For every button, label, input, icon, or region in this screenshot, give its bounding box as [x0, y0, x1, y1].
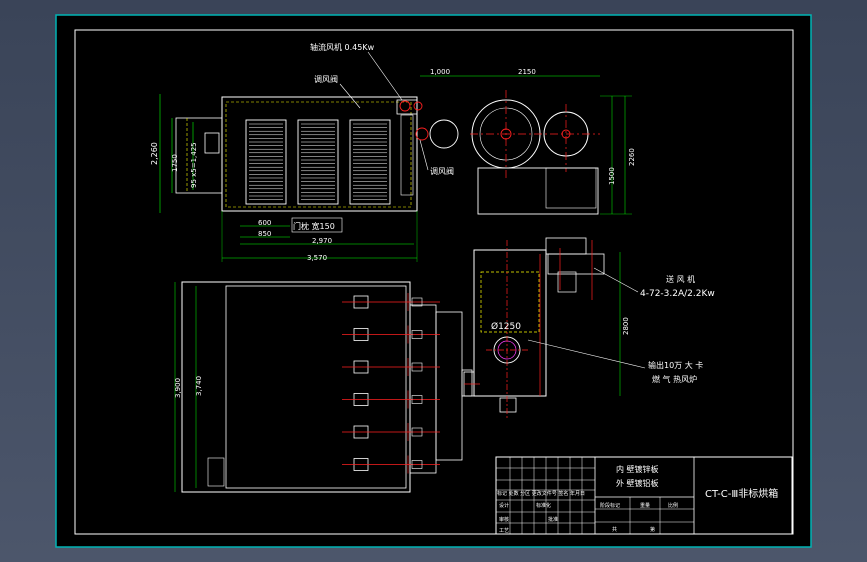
dim-850: 850 — [258, 230, 271, 238]
trolley-1 — [245, 119, 287, 205]
supply-fan-model: 4-72-3.2A/2.2Kw — [640, 289, 715, 299]
dia-1250-label: Ø1250 — [491, 321, 521, 332]
tb-process: 工艺 — [499, 528, 509, 534]
tb-sheet: 共 — [612, 526, 617, 533]
damper-label-mid: 调风阀 — [430, 167, 454, 176]
trolley-2 — [297, 119, 339, 205]
door-width-label: 门枕 宽150 — [293, 221, 335, 231]
dim-1750: 1750 — [171, 154, 179, 172]
material-inner: 内 壁镀锌板 — [616, 464, 659, 474]
oven-side-view — [159, 94, 423, 262]
dim-95x5: 95 x5=1,425 — [190, 142, 198, 188]
tb-design: 设计 — [499, 502, 509, 509]
damper-stub — [411, 460, 423, 469]
damper-stub — [411, 297, 423, 307]
dim-2260-right: 2260 — [628, 148, 636, 166]
axial-fan-label: 轴流风机 0.45Kw — [310, 42, 375, 52]
damper-stub — [411, 330, 423, 339]
drawing-title: CT-C-Ⅲ非标烘箱 — [705, 487, 778, 500]
damper-label-top: 调风阀 — [314, 75, 338, 84]
damper-stub — [411, 362, 423, 372]
tb-standardize: 标准化 — [536, 502, 551, 509]
burner-output-label: 输出10万 大 卡 — [648, 360, 703, 370]
title-block-row-text: 标记 处数 分区 更改文件号 签名 年月日 — [497, 490, 585, 497]
tb-stage-mark: 阶段标记 — [600, 502, 620, 509]
tb-weight: 重量 — [640, 502, 650, 509]
dim-3570: 3,570 — [307, 254, 327, 262]
burner-type-label: 燃 气 热风炉 — [652, 374, 697, 384]
supply-fan-label: 送 风 机 — [666, 274, 695, 284]
dim-3900: 3,900 — [174, 378, 182, 398]
dim-2260-left: 2,260 — [150, 142, 159, 165]
plan-damper-set — [342, 293, 440, 474]
tb-approve: 批准 — [548, 516, 558, 523]
sheet-background — [55, 14, 812, 548]
trolley-3 — [349, 119, 391, 205]
title-block-grid — [496, 457, 661, 534]
drawing-frame — [74, 29, 794, 535]
dim-2800: 2800 — [622, 317, 630, 335]
tb-sheet2: 第 — [650, 526, 655, 533]
dim-3740: 3,740 — [195, 376, 203, 396]
trolley-shelves — [249, 123, 387, 200]
tb-scale: 比例 — [668, 502, 678, 509]
dim-1000: 1,000 — [430, 68, 450, 76]
damper-stub — [411, 395, 423, 404]
dim-2970: 2,970 — [312, 237, 332, 245]
tb-review: 审核 — [499, 516, 509, 523]
dim-1500: 1500 — [608, 167, 616, 185]
burner-plan-view — [463, 237, 646, 420]
dim-2150: 2150 — [518, 68, 536, 76]
damper-stub — [411, 427, 423, 437]
dim-600: 600 — [258, 219, 271, 227]
fan-assembly — [415, 75, 632, 215]
material-outer: 外 壁镀铝板 — [616, 478, 659, 488]
title-block — [495, 456, 793, 535]
